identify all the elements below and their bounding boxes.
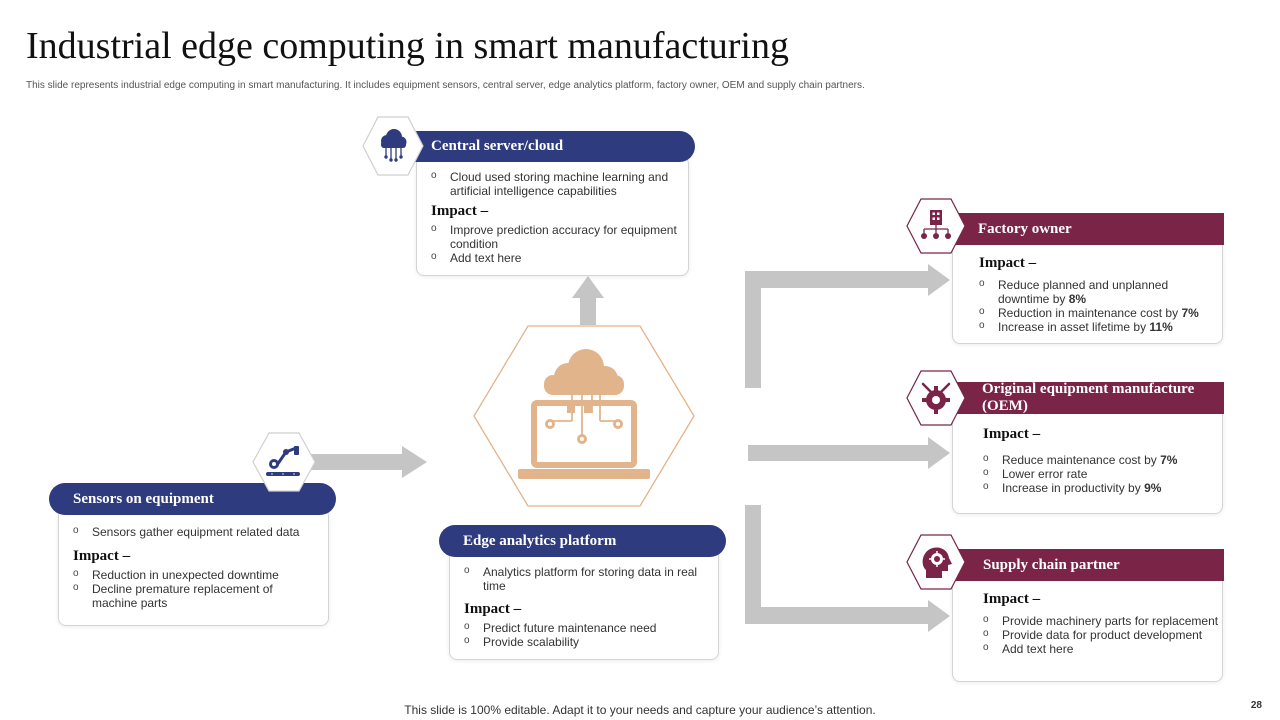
oem-title: Original equipment manufacture (OEM) [982,381,1195,414]
list-item: Reduction in unexpected downtime [73,567,318,582]
arrow-hub-to-central [572,276,604,325]
list-item: Lower error rate [983,466,1218,481]
list-item: Reduce maintenance cost by 7% [983,452,1218,467]
central-server-title: Central server/cloud [431,138,564,154]
list-item: Increase in productivity by 9% [983,480,1218,495]
impact-label: Impact – [983,591,1041,607]
edge-platform-points: Analytics platform for storing data in r… [464,564,708,593]
factory-owner-title: Factory owner [978,220,1072,237]
oem-card: Impact – Reduce maintenance cost by 7% L… [952,405,1223,514]
list-item: Add text here [983,641,1220,656]
list-item: Provide scalability [464,634,708,649]
impact-label: Impact – [431,203,489,219]
edge-platform-card: Analytics platform for storing data in r… [449,548,719,660]
factory-owner-impacts: Reduce planned and unplanned downtime by… [979,277,1218,334]
central-server-points: Cloud used storing machine learning and … [431,169,678,198]
arrow-sensors-to-hub [308,446,427,478]
list-item: Predict future maintenance need [464,620,708,635]
list-item: Increase in asset lifetime by 11% [979,319,1218,334]
list-item: Decline premature replacement of machine… [73,581,318,610]
impact-label: Impact – [979,255,1037,271]
sensors-title: Sensors on equipment [73,490,214,507]
factory-owner-header: Factory owner [948,213,1224,245]
page-title: Industrial edge computing in smart manuf… [26,25,789,67]
sensors-card: Sensors gather equipment related data Im… [58,508,329,626]
central-server-header: Central server/cloud [392,131,695,162]
factory-owner-hex [906,198,966,259]
list-item: Sensors gather equipment related data [73,524,318,539]
supply-chain-hex [906,534,966,595]
edge-platform-title: Edge analytics platform [463,532,617,549]
oem-hex [906,370,966,431]
supply-chain-title: Supply chain partner [983,556,1120,573]
impact-label: Impact – [464,601,522,617]
head-gear-icon [906,534,966,590]
footer-note: This slide is 100% editable. Adapt it to… [404,703,876,717]
arrow-hub-to-supply [745,505,950,632]
sensors-hex [252,432,316,497]
robot-arm-icon [252,432,316,492]
edge-hub [472,325,696,512]
oem-header: Original equipment manufacture (OEM) [948,381,1224,414]
central-server-impacts: Improve prediction accuracy for equipmen… [431,222,678,265]
central-server-card: Cloud used storing machine learning and … [416,156,689,276]
list-item: Reduction in maintenance cost by 7% [979,305,1218,320]
list-item: Improve prediction accuracy for equipmen… [431,222,678,251]
sensors-impacts: Reduction in unexpected downtime Decline… [73,567,318,610]
list-item: Provide machinery parts for replacement [983,613,1220,628]
list-item: Reduce planned and unplanned downtime by… [979,277,1218,306]
edge-platform-impacts: Predict future maintenance need Provide … [464,620,708,649]
supply-chain-header: Supply chain partner [948,549,1224,581]
list-item: Cloud used storing machine learning and … [431,169,678,198]
impact-label: Impact – [73,548,131,564]
arrow-hub-to-factory [745,264,950,388]
edge-platform-header: Edge analytics platform [439,525,726,557]
gear-tools-icon [906,370,966,426]
list-item: Provide data for product development [983,627,1220,642]
impact-label: Impact – [983,426,1041,442]
page-number: 28 [1250,700,1262,711]
arrow-hub-to-oem [748,437,950,469]
list-item: Analytics platform for storing data in r… [464,564,708,593]
oem-impacts: Reduce maintenance cost by 7% Lower erro… [983,452,1218,495]
cloud-laptop-icon [473,325,695,507]
page-subtitle: This slide represents industrial edge co… [26,80,865,91]
cloud-network-icon [362,116,424,176]
central-server-hex [362,116,424,181]
sensors-points: Sensors gather equipment related data [73,524,318,539]
supply-chain-card: Impact – Provide machinery parts for rep… [952,572,1223,682]
factory-network-icon [906,198,966,254]
supply-chain-impacts: Provide machinery parts for replacement … [983,613,1220,656]
list-item: Add text here [431,250,678,265]
factory-owner-card: Impact – Reduce planned and unplanned do… [952,238,1223,344]
